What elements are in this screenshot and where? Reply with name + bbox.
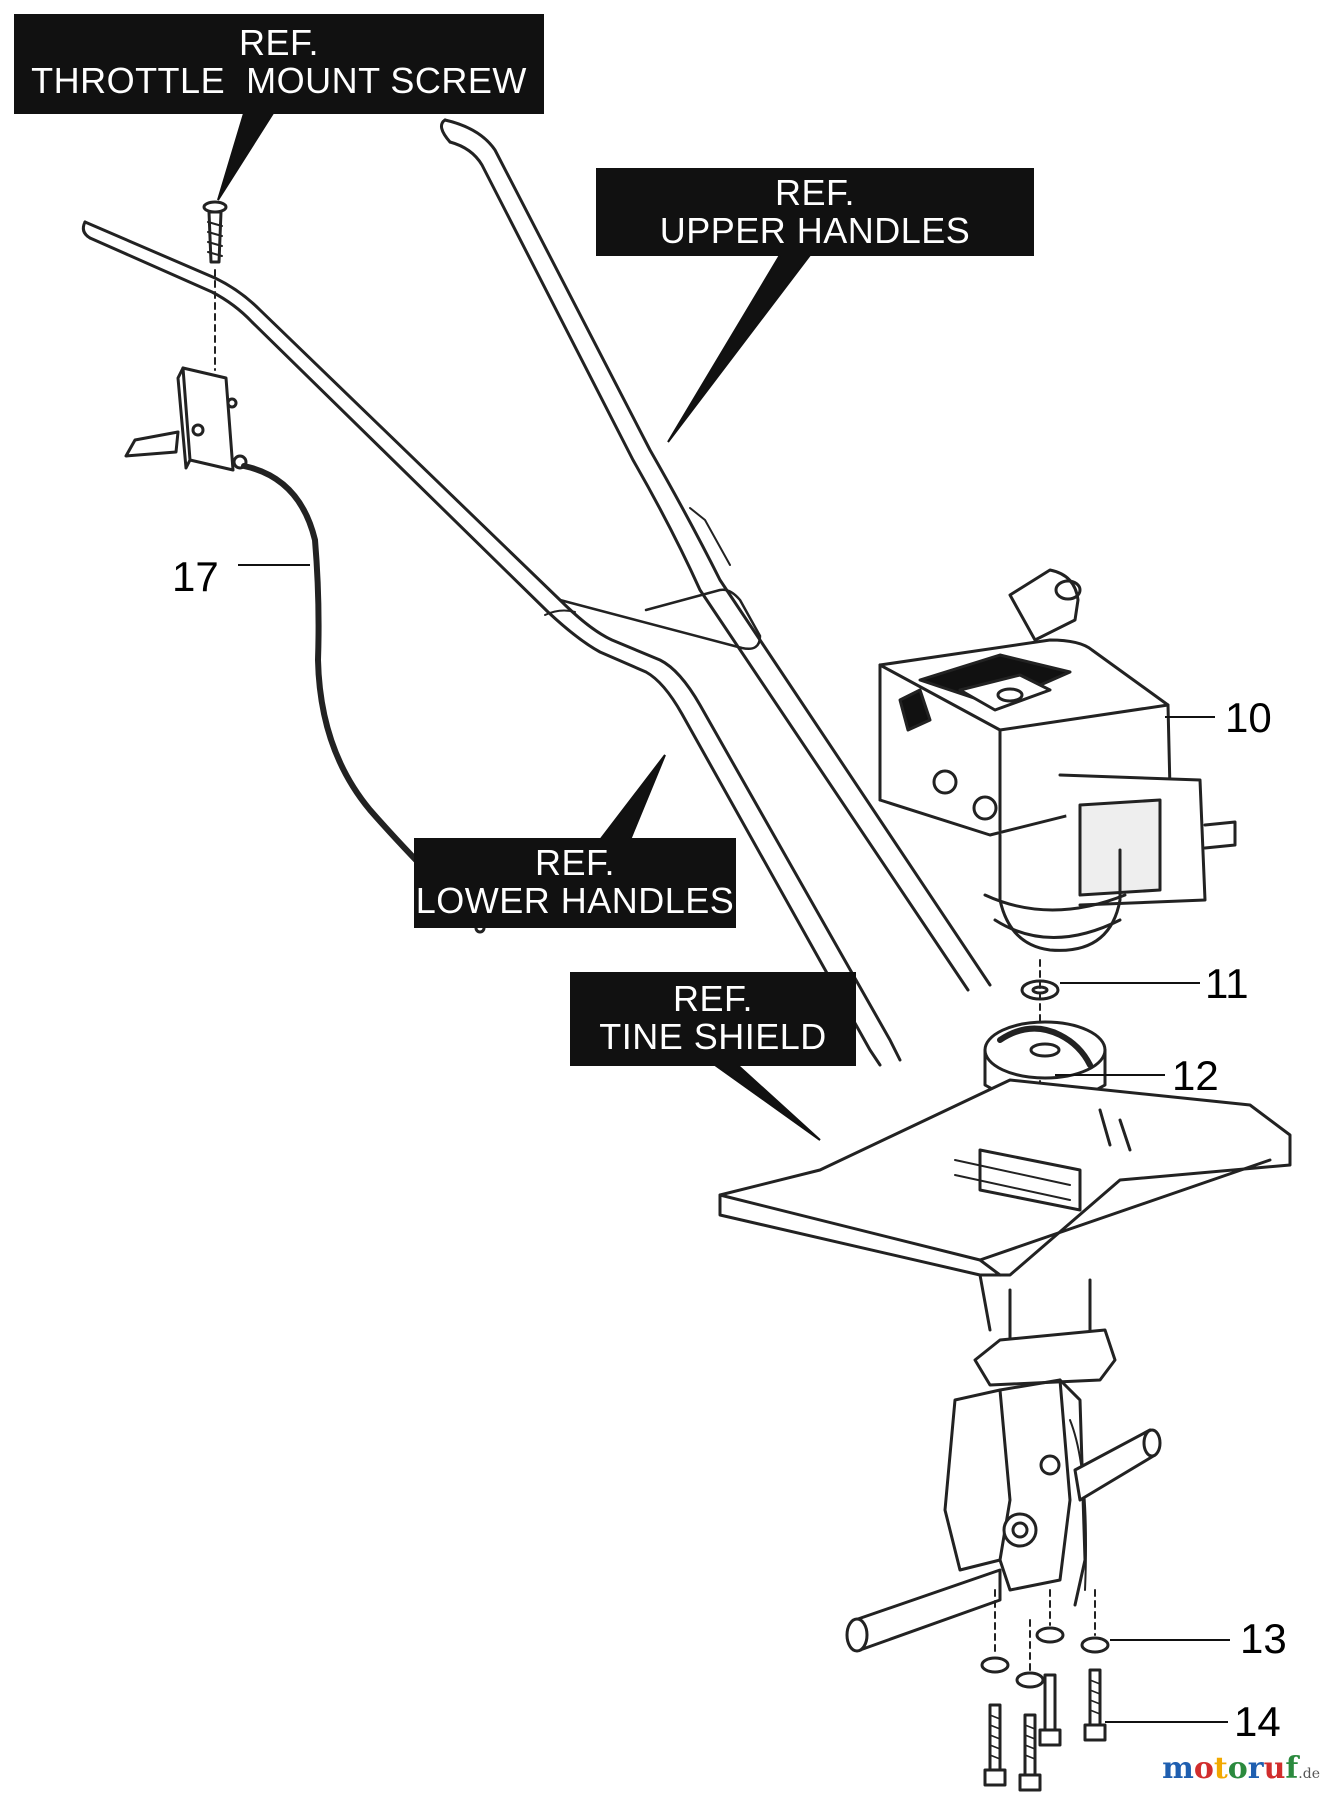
ref-line: REF. [534,842,615,883]
watermark-letter: f [1285,1751,1299,1786]
hardware-13-14-drawing [980,1589,1110,1792]
watermark-letter: o [1193,1751,1214,1786]
motoruf-watermark-logo: motoruf.de [1162,1751,1320,1786]
ref-line: REF. [774,172,855,213]
tine-axle-drawing [845,1428,1162,1653]
ref-leaders [217,109,821,1141]
ref-lower-handles-label: REF. LOWER HANDLES [414,838,736,928]
callout-part-17: 17 [172,553,219,600]
ref-name: LOWER HANDLES [415,880,735,921]
ref-line: REF. [238,22,319,63]
watermark-letter: o [1227,1751,1248,1786]
callout-part-10: 10 [1225,694,1272,741]
callout-part-14: 14 [1234,1698,1281,1745]
lower-handle-drawing [81,220,902,1067]
tine-shield-drawing [718,1078,1292,1332]
throttle-control-drawing [124,366,248,472]
ref-upper-handles-label: REF. UPPER HANDLES [596,168,1034,256]
watermark-letter: t [1213,1751,1228,1786]
callout-part-13: 13 [1240,1615,1287,1662]
watermark-letter: u [1263,1751,1286,1786]
ref-tine-shield-label: REF. TINE SHIELD [570,972,856,1066]
watermark-letter: r [1247,1751,1264,1786]
ref-name: TINE SHIELD [599,1016,827,1057]
transmission-drawing [943,1278,1117,1607]
ref-name: UPPER HANDLES [659,210,971,251]
engine-drawing [878,568,1237,952]
callout-part-12: 12 [1172,1052,1219,1099]
watermark-letter: m [1162,1751,1194,1786]
ref-name: THROTTLE MOUNT SCREW [31,60,527,101]
throttle-screw-drawing [202,200,228,371]
callout-part-11: 11 [1205,960,1249,1007]
callout-leaders [238,564,1230,1723]
watermark-suffix: .de [1298,1766,1320,1782]
upper-handle-drawing [439,118,992,992]
ref-line: REF. [672,978,753,1019]
ref-throttle-mount-screw-label: REF. THROTTLE MOUNT SCREW [14,14,544,114]
